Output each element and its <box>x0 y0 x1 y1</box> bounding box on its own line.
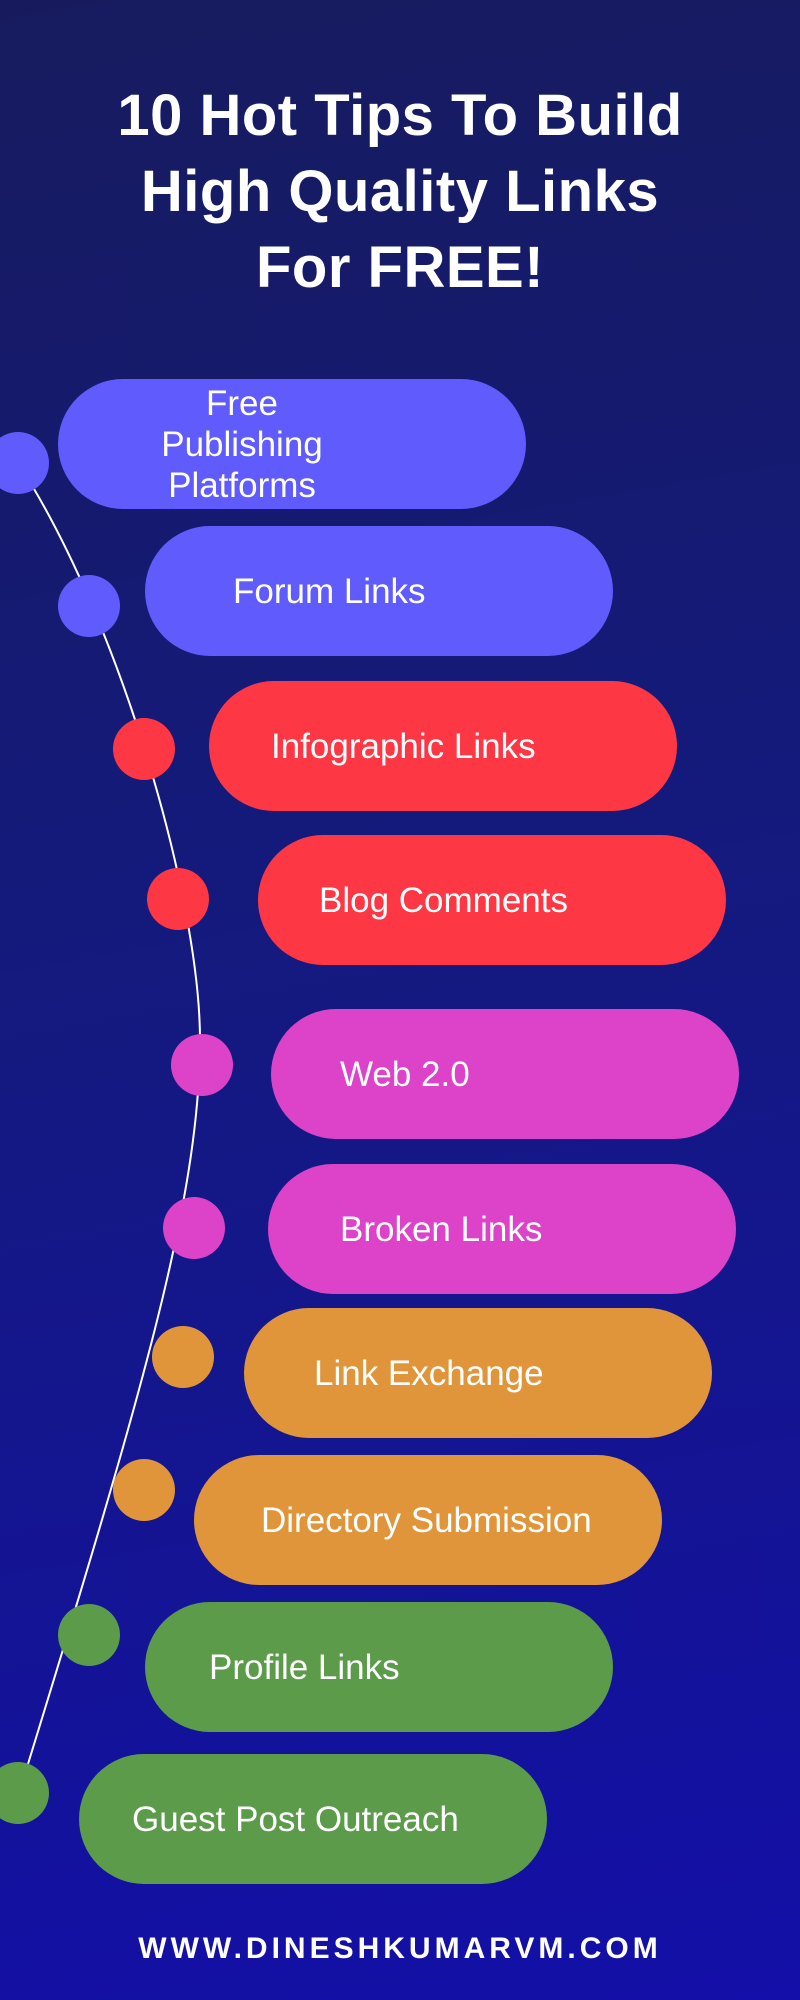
timeline-dot-3 <box>113 718 175 780</box>
page-title: 10 Hot Tips To Build High Quality Links … <box>0 78 800 306</box>
website-url: WWW.DINESHKUMARVM.COM <box>138 1932 662 1965</box>
tip-label: Link Exchange <box>314 1353 544 1393</box>
tip-label: Directory Submission <box>261 1500 592 1540</box>
timeline-dot-5 <box>171 1034 233 1096</box>
tip-label: Broken Links <box>340 1209 543 1249</box>
timeline-dot-2 <box>58 575 120 637</box>
title-line-3: For FREE! <box>255 235 545 300</box>
tip-pill-link-exchange[interactable]: Link Exchange <box>244 1308 712 1438</box>
tip-pill-free-publishing-platforms[interactable]: Free Publishing Platforms <box>58 379 526 509</box>
tip-pill-infographic-links[interactable]: Infographic Links <box>209 681 677 811</box>
tip-label: Blog Comments <box>319 880 568 920</box>
tip-pill-web-2-0[interactable]: Web 2.0 <box>271 1009 739 1139</box>
timeline-dot-4 <box>147 868 209 930</box>
title-line-1: 10 Hot Tips To Build <box>117 83 683 148</box>
tip-pill-forum-links[interactable]: Forum Links <box>145 526 613 656</box>
tip-pill-profile-links[interactable]: Profile Links <box>145 1602 613 1732</box>
tip-label: Forum Links <box>233 571 426 611</box>
tip-pill-broken-links[interactable]: Broken Links <box>268 1164 736 1294</box>
title-line-2: High Quality Links <box>140 159 660 224</box>
timeline-dot-8 <box>113 1459 175 1521</box>
tip-pill-guest-post-outreach[interactable]: Guest Post Outreach <box>79 1754 547 1884</box>
timeline-dot-10 <box>0 1762 49 1824</box>
timeline-dot-9 <box>58 1604 120 1666</box>
tip-label: Web 2.0 <box>340 1054 470 1094</box>
tip-pill-directory-submission[interactable]: Directory Submission <box>194 1455 662 1585</box>
timeline-dot-6 <box>163 1197 225 1259</box>
tip-label: Guest Post Outreach <box>132 1799 459 1839</box>
tip-label: Profile Links <box>209 1647 400 1687</box>
tip-label: Free Publishing Platforms <box>161 383 323 505</box>
timeline-dot-1 <box>0 432 49 494</box>
timeline-dot-7 <box>152 1326 214 1388</box>
tip-label: Infographic Links <box>271 726 536 766</box>
tip-pill-blog-comments[interactable]: Blog Comments <box>258 835 726 965</box>
